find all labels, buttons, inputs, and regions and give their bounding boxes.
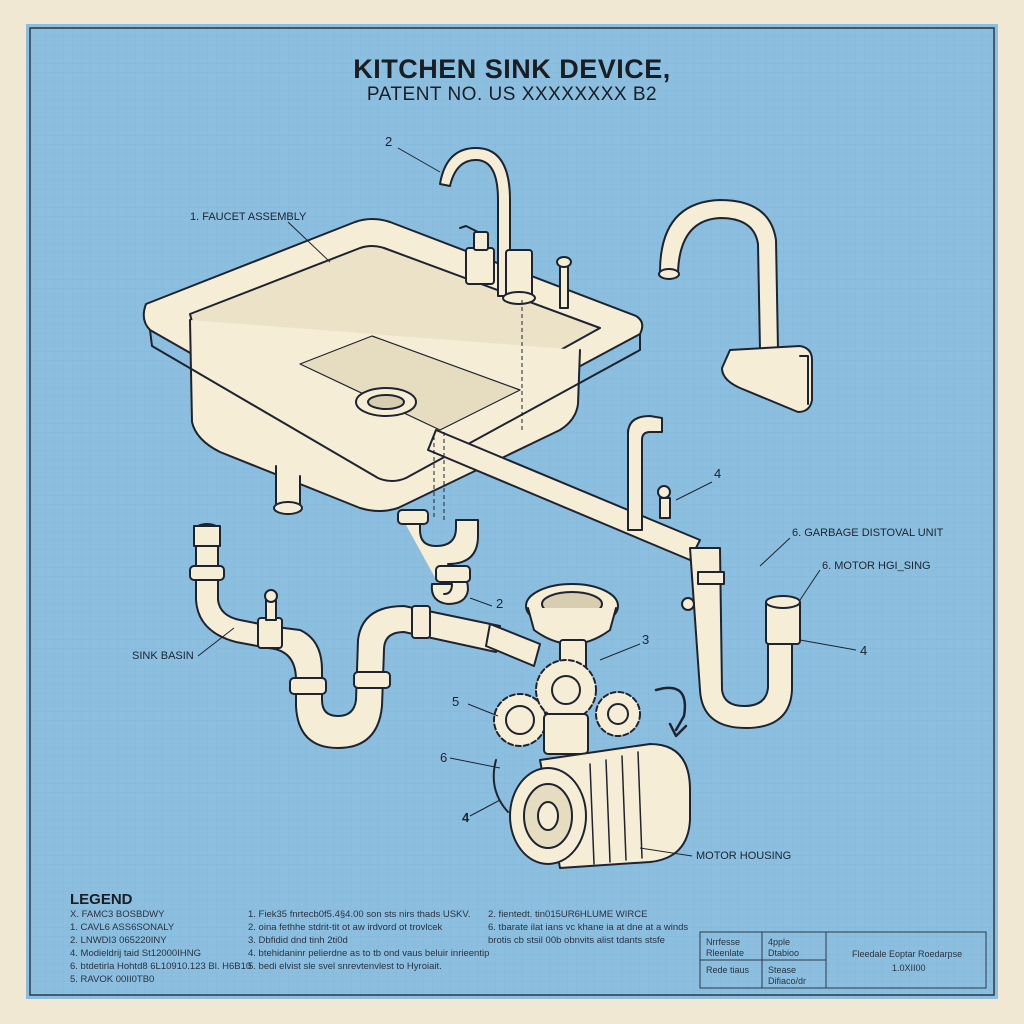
title-block [699,931,987,989]
page-title: KITCHEN SINK DEVICE, [353,54,671,84]
legend-entry: 2. oina fethhe stdrit-tit ot aw irdvord … [248,922,443,933]
title-block-company: Fleedale Eoptar Roedarpse [852,949,963,959]
callout-4-right: 4 [860,643,868,658]
drain-pipes [189,415,801,749]
title-block-number: 1.0XII00 [892,963,926,973]
legend-entry: 4. Modieldrij taid St12000IHNG [70,948,201,959]
legend-title: LEGEND [70,891,133,908]
title-block-cell: Rede tiaus [706,965,750,975]
callout-4-valve: 4 [714,466,722,481]
callout-faucet-assembly: 1. FAUCET ASSEMBLY [190,211,307,223]
callout-garbage-disposal: 6. GARBAGE DISTOVAL UNIT [792,527,944,539]
legend-entry: 2. LNWDI3 065220INY [70,935,167,946]
legend-entry: 3. Dbfidid dnd tinh 2ti0d [248,935,348,946]
faucet-illustration [658,199,813,413]
legend-entry: 6. btdetirla Hohtd8 6L10910.123 Bl. H6B1… [70,961,252,972]
title-block-cell: Difiaco/dr [768,976,807,986]
callout-5: 5 [452,694,460,709]
legend-entry: 2. fientedt. tin015UR6HLUME WIRCE [488,909,648,920]
title-block-cell: Rleenlate [706,948,745,958]
title-block-cell: Dtabioo [768,948,800,958]
legend-col1: X. FAMC3 BOSBDWY 1. CAVL6 ASS6SONALY 2. … [70,908,251,986]
legend-entry: 6. tbarate ilat ians vc khane ia at dne … [488,922,689,933]
title-block-cell: 4pple [768,937,791,947]
callout-2-mid: 2 [496,596,504,611]
title-block-cell: Stease [768,965,797,975]
callout-4-left: 4 [462,810,470,825]
sheet-border [29,27,995,996]
callout-sink-basin: SINK BASIN [132,650,194,662]
legend-entry: brotis cb stsil 00b obnvits alist tdants… [488,935,665,946]
disposal-motor-illustration [485,583,691,869]
title-block-cell: Nrrfesse [706,937,741,947]
callout-6: 6 [440,750,448,765]
legend-entry: 1. Fiek35 fnrtecb0f5.4§4.00 son sts nirs… [248,909,471,920]
callout-2-top: 2 [385,134,393,149]
legend-col2: 1. Fiek35 fnrtecb0f5.4§4.00 son sts nirs… [248,908,489,973]
callout-3: 3 [642,632,650,647]
callout-motor-housing: MOTOR HOUSING [696,850,792,862]
legend-col3: 2. fientedt. tin015UR6HLUME WIRCE 6. tba… [488,908,688,947]
legend-entry: X. FAMC3 BOSBDWY [70,909,165,920]
page-subtitle: PATENT NO. US XXXXXXXX B2 [366,84,658,105]
leader-lines [197,147,857,857]
callout-motor-hgising: 6. MOTOR HGI_SING [822,560,931,572]
legend-entry: 1. CAVL6 ASS6SONALY [70,922,175,933]
legend-entry: 4. btehidaninr pelierdne as to tb ond va… [248,948,490,959]
legend-entry: 5. RAVOK 00II0TB0 [70,974,155,985]
legend-entry: 5. bedi elvist sle svel snrevtenvlest to… [248,961,442,972]
